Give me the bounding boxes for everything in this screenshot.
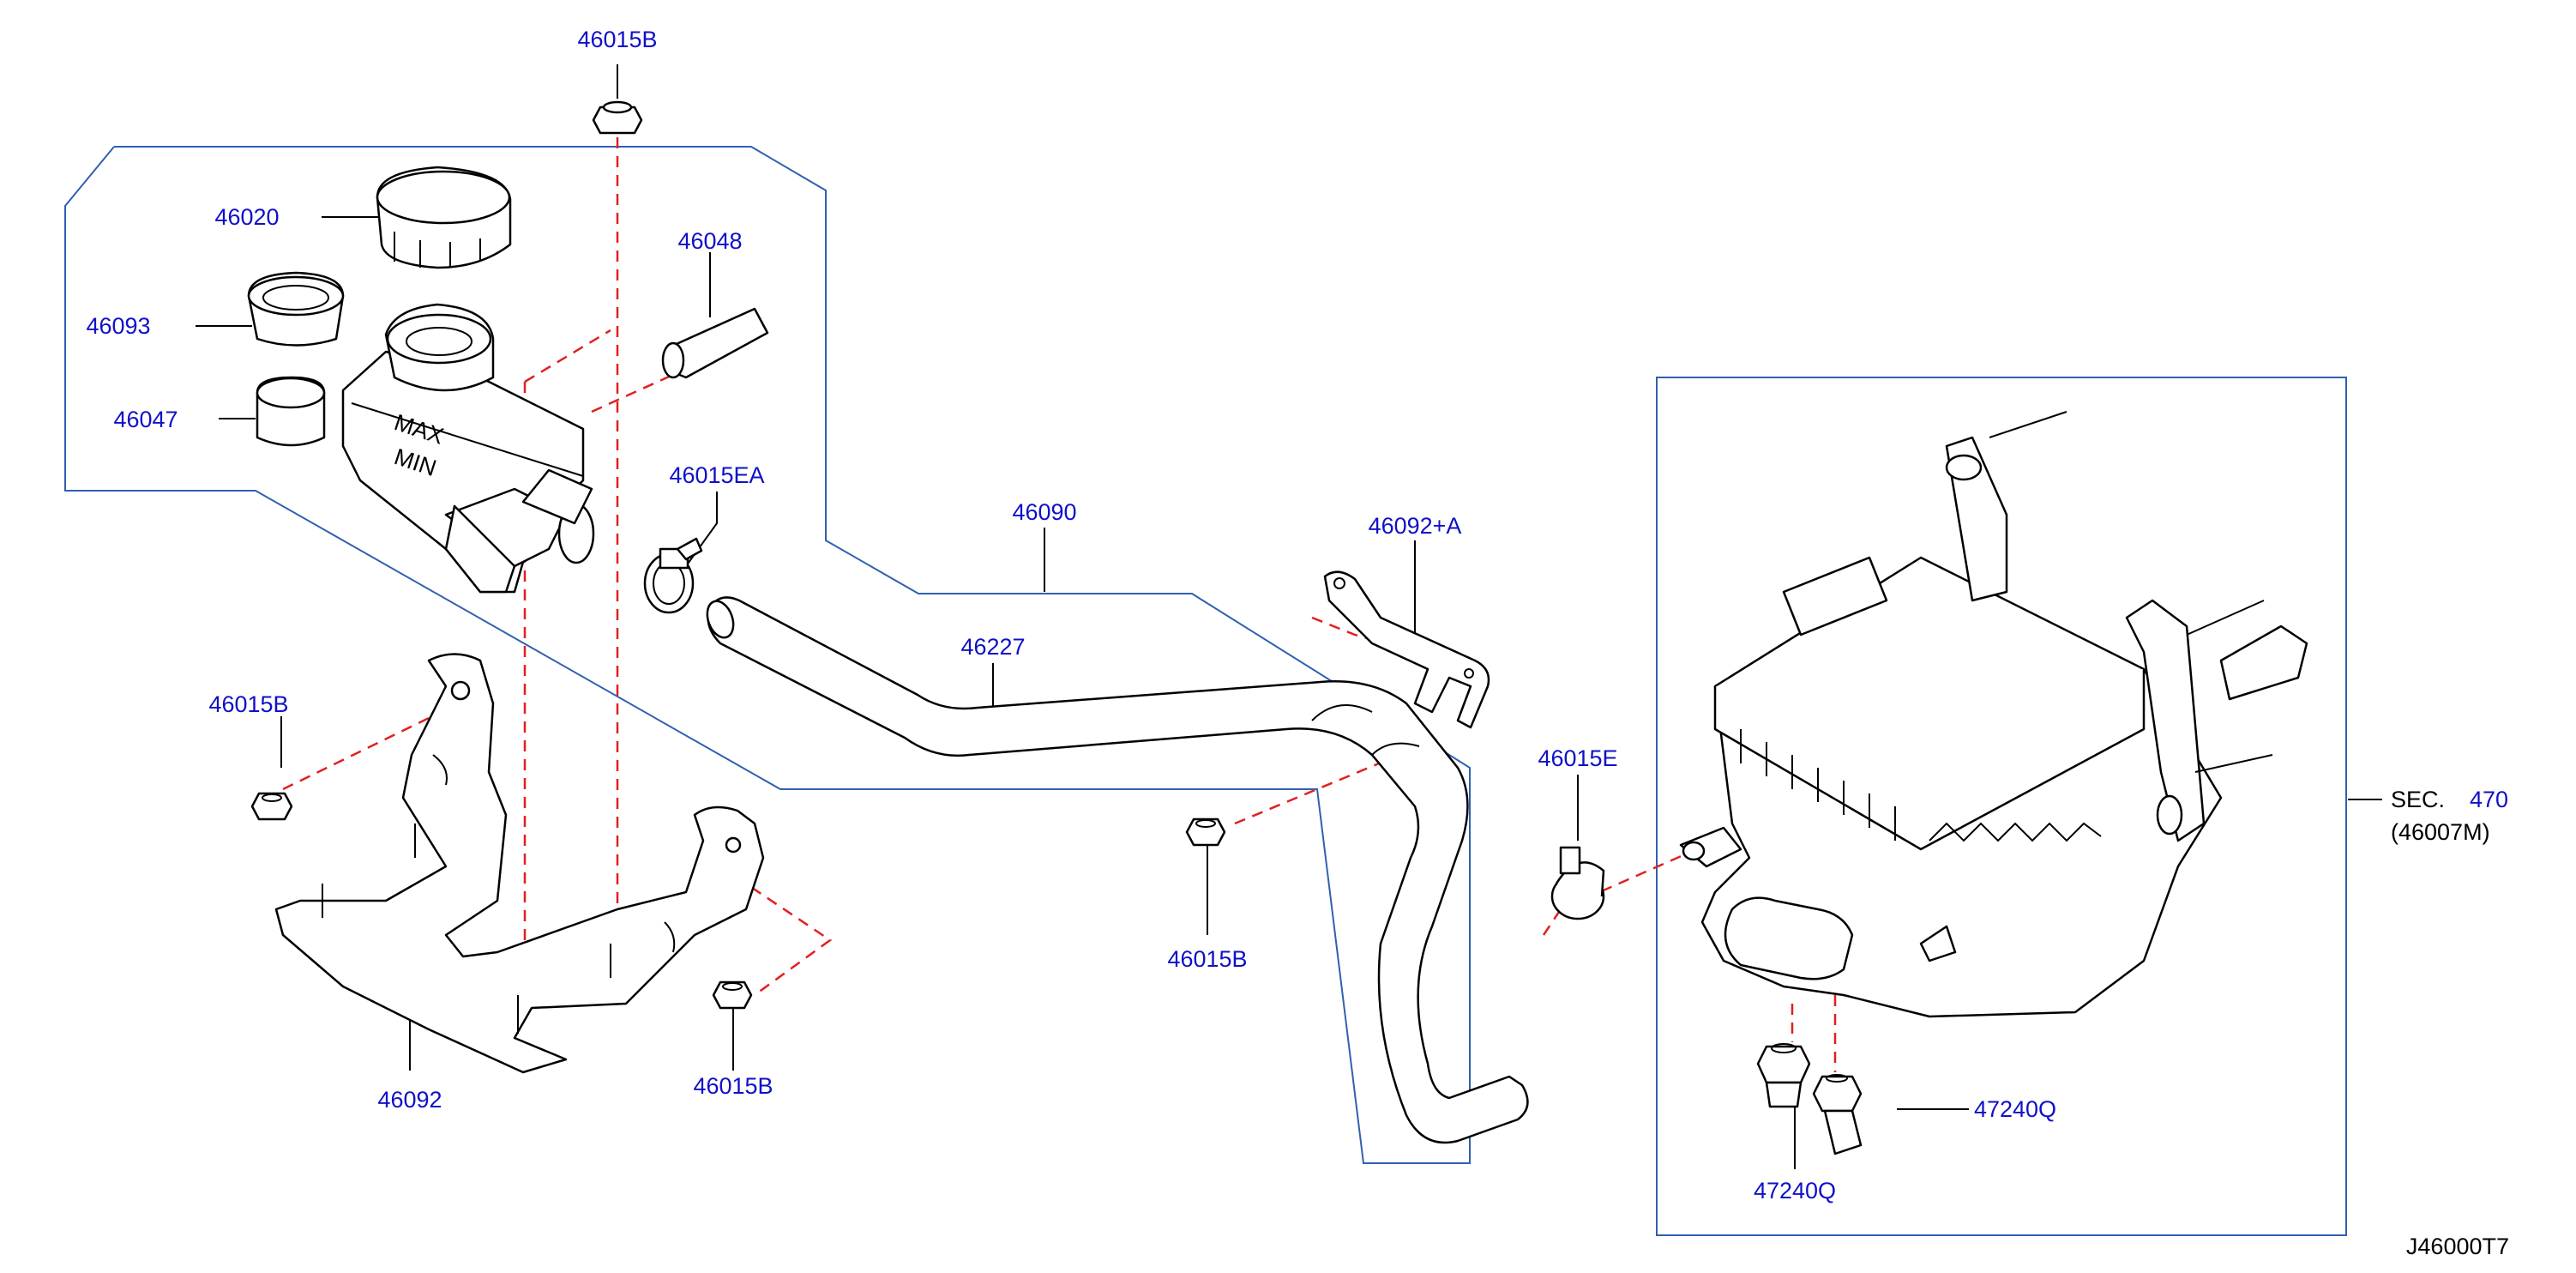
assembly-dash-lines [282,137,1837,1072]
label-46227: 46227 [960,634,1025,660]
label-46020: 46020 [214,204,279,230]
label-46015b-mid: 46015B [1167,946,1247,972]
sec-text: SEC. [2391,787,2445,812]
label-46092: 46092 [377,1087,442,1113]
diagram-id: J46000T7 [2406,1234,2509,1259]
nut-46015b-top [592,100,643,135]
hose-46227 [706,596,1529,1144]
brake-actuator-assembly [1679,411,2308,1018]
reservoir-group-outline [64,146,1471,1164]
nut-46015b-bottom [712,980,753,1010]
bracket-46092a [1323,570,1490,729]
label-46015ea: 46015EA [669,462,764,488]
seal-46047 [256,376,326,447]
label-47240q-right: 47240Q [1974,1096,2056,1122]
reservoir-cap [376,166,512,269]
filter-46048 [661,307,769,379]
label-46093: 46093 [86,313,150,339]
label-46092a: 46092+A [1369,513,1462,539]
label-46047: 46047 [113,407,178,432]
label-46015e: 46015E [1538,745,1617,771]
label-46015b-bottom: 46015B [693,1073,773,1099]
label-47240q-left: 47240Q [1754,1178,1836,1204]
nut-46015b-left [250,792,293,821]
pressure-sensor-47240q-right [1812,1074,1863,1155]
label-46090: 46090 [1012,499,1076,525]
nut-46015b-mid [1185,817,1226,847]
sec-ref-code: (46007M) [2391,819,2490,845]
reservoir-tank: MAX MIN [341,303,595,594]
mounting-bracket-46092 [274,653,765,1074]
label-46015b-left: 46015B [208,691,288,717]
label-46048: 46048 [677,228,742,254]
hose-clamp-46015e [1550,846,1605,920]
sec-470-box [1656,377,2347,1236]
hose-clamp-46015ea [643,537,703,614]
sec-470-link[interactable]: 470 [2470,787,2508,812]
strainer-ring-46093 [247,271,345,347]
pressure-sensor-47240q-left [1756,1043,1811,1108]
label-46015b-top: 46015B [577,27,657,52]
